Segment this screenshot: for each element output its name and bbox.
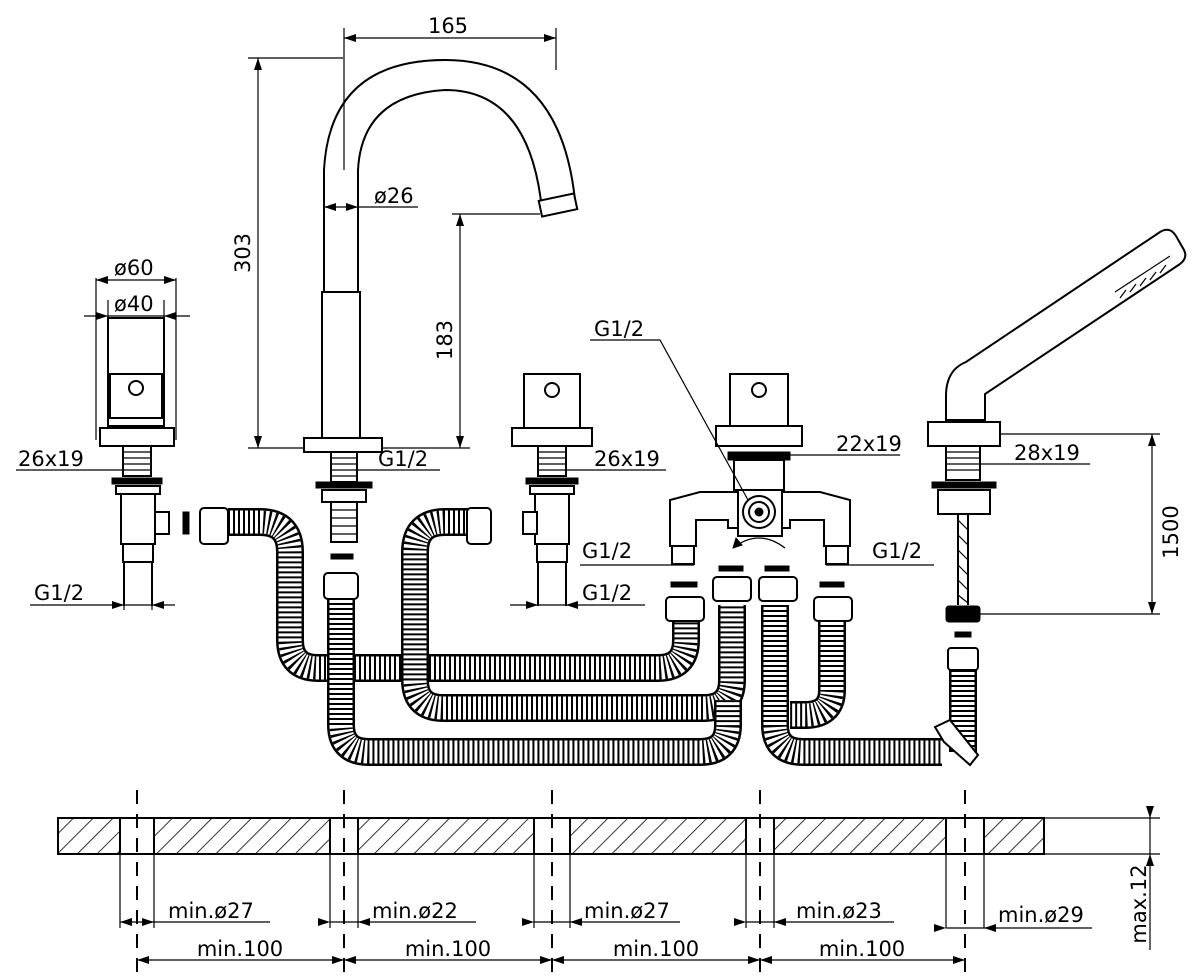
dim-handle-inner: ø40 [114,292,154,316]
left-handle [99,317,175,606]
dim-spout-height: 303 [231,233,255,273]
spacing-label-1: min.100 [197,937,283,961]
dim-spout-diameter: ø26 [374,184,414,208]
hole-label-1: min.ø27 [168,899,254,923]
hole-labels: min.ø27 min.ø22 min.ø27 min.ø23 min.ø29 [168,899,1084,927]
hole-label-2: min.ø22 [372,899,458,923]
spout [303,58,579,543]
dim-thread-box-left: G1/2 [582,539,632,563]
deck-section [57,790,1160,975]
middle-handle [511,373,593,606]
spacing-labels: min.100 min.100 min.100 min.100 [197,937,905,961]
diverter [669,373,851,565]
arrowheads [96,34,1156,964]
dim-thread-left: G1/2 [34,581,84,605]
dim-hose-length: 1500 [1159,505,1183,558]
dim-max-thickness: max.12 [1127,864,1151,943]
dim-shank-mid: 26x19 [594,447,660,471]
dim-thread-mid: G1/2 [582,581,632,605]
dim-handle-outer: ø60 [114,256,154,280]
check-valve [933,718,980,767]
hole-label-3: min.ø27 [584,899,670,923]
hand-shower [927,228,1187,515]
hole-label-4: min.ø23 [796,899,882,923]
dim-shank-left: 26x19 [18,447,84,471]
dim-outlet-height: 183 [433,320,457,360]
dim-thread-spout: G1/2 [378,447,428,471]
spacing-label-4: min.100 [819,937,905,961]
dimension-lines [16,28,1160,615]
hose-nuts [182,507,981,671]
dim-thread-top: G1/2 [594,317,644,341]
dim-spout-reach: 165 [428,14,468,38]
spacing-label-2: min.100 [405,937,491,961]
hole-label-5: min.ø29 [998,903,1084,927]
dim-thread-box-right: G1/2 [872,539,922,563]
dimension-labels: 165 303 183 ø26 ø60 ø40 26x19 G1/2 26x19… [18,14,1183,605]
spacing-label-3: min.100 [613,937,699,961]
dim-shank-diverter: 22x19 [836,432,902,456]
dim-shank-shower: 28x19 [1014,441,1080,465]
